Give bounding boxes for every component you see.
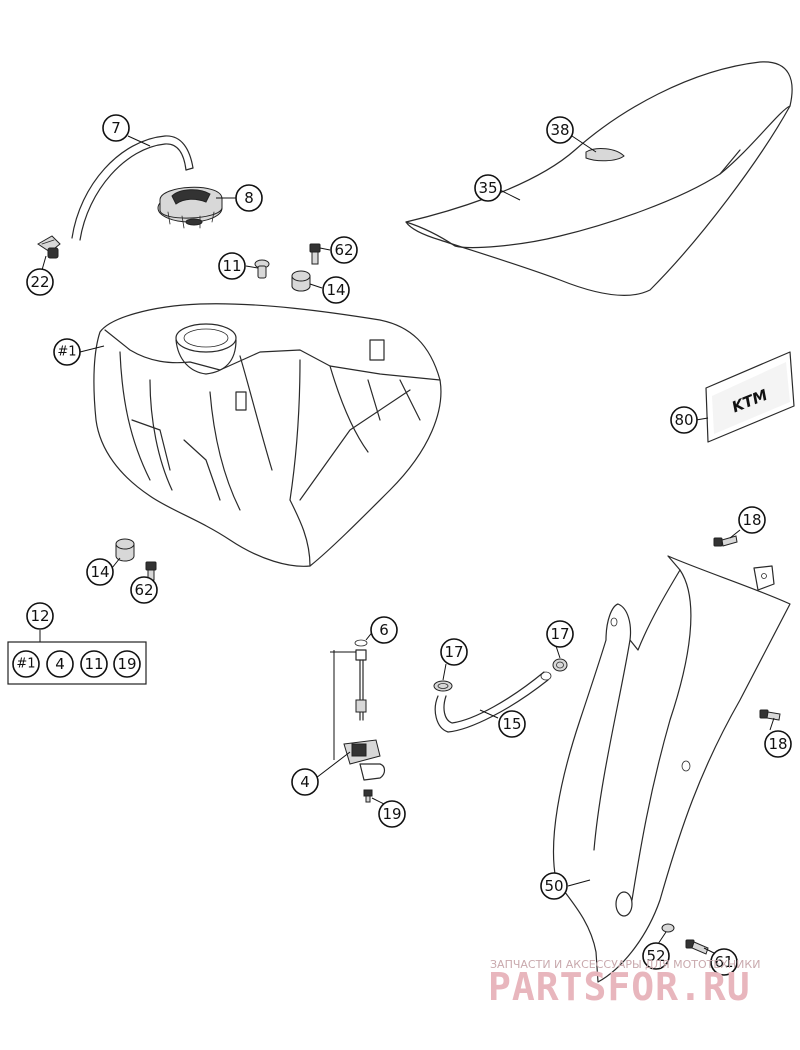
callout-18-side: 18: [764, 730, 792, 758]
callout-kit-19: 19: [113, 650, 141, 678]
tank-shroud: [552, 555, 791, 983]
svg-text:#1: #1: [16, 657, 35, 672]
callout-62-top: 62: [330, 236, 358, 264]
ktm-decal: KTM: [705, 351, 795, 443]
svg-text:#1: #1: [57, 345, 76, 360]
hose-clamp-2: [552, 658, 568, 672]
washer-52: [661, 923, 675, 933]
svg-text:11: 11: [222, 257, 241, 275]
svg-text:62: 62: [134, 581, 153, 599]
svg-text:15: 15: [502, 715, 521, 733]
bolt-2: [145, 561, 157, 581]
screw: [254, 259, 270, 279]
callout-1: #1: [53, 338, 81, 366]
bolt-18-side: [759, 709, 781, 721]
hose-clamp-1: [433, 680, 453, 692]
callout-12: 12: [26, 602, 54, 630]
fuel-tank: [93, 303, 442, 567]
bolt-61: [685, 939, 709, 955]
svg-text:50: 50: [544, 877, 563, 895]
svg-text:8: 8: [244, 189, 254, 207]
callout-61: 61: [710, 948, 738, 976]
kit-box: [7, 641, 147, 685]
svg-text:61: 61: [714, 953, 733, 971]
fuel-hose: [434, 671, 552, 733]
watermark: ЗАПЧАСТИ И АКСЕССУАРЫ ДЛЯ МОТОТЕХНИКИ PA…: [488, 958, 760, 1009]
callout-kit-4: 4: [46, 650, 74, 678]
callout-38: 38: [546, 116, 574, 144]
svg-text:80: 80: [674, 411, 693, 429]
svg-text:4: 4: [300, 773, 310, 791]
rubber-bushing: [291, 270, 311, 292]
watermark-main-text: PARTSFOR.RU: [488, 965, 751, 1009]
callout-62-mid: 62: [130, 576, 158, 604]
fuel-tap-assembly: [343, 639, 386, 803]
callout-80: 80: [670, 406, 698, 434]
svg-text:11: 11: [84, 655, 103, 673]
svg-text:18: 18: [768, 735, 787, 753]
watermark-top-text: ЗАПЧАСТИ И АКСЕССУАРЫ ДЛЯ МОТОТЕХНИКИ: [490, 958, 760, 971]
svg-text:4: 4: [55, 655, 65, 673]
callout-50: 50: [540, 872, 568, 900]
svg-text:35: 35: [478, 179, 497, 197]
breather-valve: [37, 235, 61, 259]
callout-8: 8: [235, 184, 263, 212]
svg-text:17: 17: [550, 625, 569, 643]
callout-22: 22: [26, 268, 54, 296]
callout-18-top: 18: [738, 506, 766, 534]
callout-15: 15: [498, 710, 526, 738]
rubber-bushing-2: [115, 538, 135, 562]
callouts: 7 8 22 38 35 11 62 14 #1 80 14 62 18 12 …: [12, 114, 792, 976]
fuel-breather-hose: [71, 135, 194, 241]
svg-text:18: 18: [742, 511, 761, 529]
fuel-cap: [157, 186, 223, 229]
leader-lines: [39, 135, 775, 955]
callout-6: 6: [370, 616, 398, 644]
seat: [405, 61, 793, 297]
callout-kit-11: 11: [80, 650, 108, 678]
bolt: [309, 243, 321, 265]
callout-14-top: 14: [322, 276, 350, 304]
callout-35: 35: [474, 174, 502, 202]
svg-text:17: 17: [444, 643, 463, 661]
svg-text:6: 6: [379, 621, 389, 639]
svg-text:19: 19: [382, 805, 401, 823]
svg-text:14: 14: [90, 563, 109, 581]
svg-text:14: 14: [326, 281, 345, 299]
svg-text:12: 12: [30, 607, 49, 625]
callout-7: 7: [102, 114, 130, 142]
callout-kit-1: #1: [12, 650, 40, 678]
svg-text:52: 52: [646, 947, 665, 965]
callout-19: 19: [378, 800, 406, 828]
callout-17-right: 17: [546, 620, 574, 648]
callout-52: 52: [642, 942, 670, 970]
svg-text:22: 22: [30, 273, 49, 291]
callout-11-top: 11: [218, 252, 246, 280]
bolt-18-top: [713, 535, 738, 547]
callout-4: 4: [291, 768, 319, 796]
callout-17-left: 17: [440, 638, 468, 666]
svg-text:19: 19: [117, 655, 136, 673]
svg-text:7: 7: [111, 119, 121, 137]
svg-text:38: 38: [550, 121, 569, 139]
svg-text:62: 62: [334, 241, 353, 259]
callout-14-mid: 14: [86, 558, 114, 586]
